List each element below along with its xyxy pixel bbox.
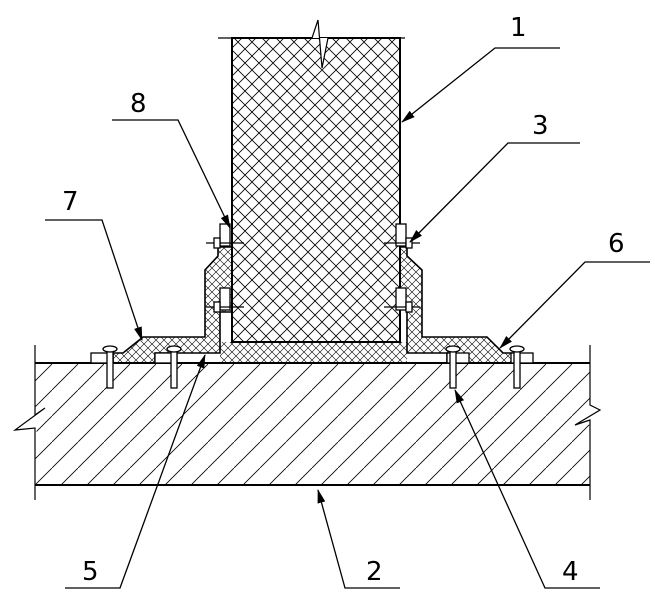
- screw-right-1: [445, 345, 470, 389]
- leader-8: [112, 119, 231, 229]
- sealing-strip: [220, 342, 407, 363]
- fastener-right-bottom: [384, 287, 420, 313]
- anchor-screws: [90, 345, 534, 389]
- leader-6: [499, 261, 650, 349]
- wall-panel: [218, 19, 405, 343]
- label-4: 4: [562, 557, 579, 587]
- leader-7: [45, 219, 143, 341]
- screw-left-2: [154, 345, 182, 389]
- label-3: 3: [532, 111, 549, 141]
- leader-4: [454, 389, 600, 589]
- fastener-right-top: [384, 223, 420, 249]
- label-5: 5: [82, 557, 99, 587]
- screw-left-1: [90, 345, 118, 389]
- panel-fasteners: [206, 223, 420, 313]
- label-2: 2: [366, 557, 383, 587]
- label-7: 7: [62, 187, 79, 217]
- base-slab: [12, 345, 602, 500]
- leader-3: [409, 142, 580, 243]
- leader-1: [401, 47, 560, 123]
- label-8: 8: [130, 89, 147, 119]
- label-6: 6: [608, 229, 625, 259]
- right-flashing: [399, 246, 514, 364]
- leader-lines: [45, 47, 650, 589]
- fastener-left-bottom: [206, 287, 244, 313]
- label-1: 1: [510, 13, 527, 43]
- leader-5: [65, 354, 206, 589]
- leader-2: [317, 489, 400, 589]
- screw-right-2: [509, 345, 534, 389]
